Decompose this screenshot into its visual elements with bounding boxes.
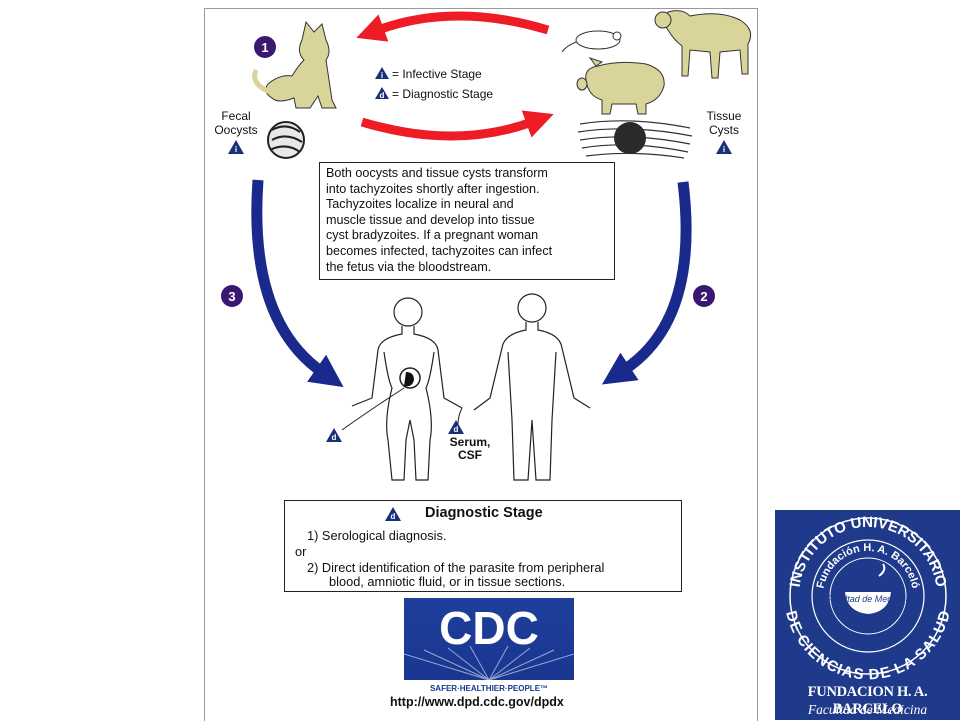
fetus-icon	[404, 372, 414, 387]
diagnostic-or: or	[295, 544, 307, 559]
infective-triangle-icon	[375, 67, 389, 79]
csf-label: CSF	[458, 448, 482, 462]
step-3-number: 3	[228, 289, 235, 304]
svg-text:Fundación H. A. Barceló: Fundación H. A. Barceló	[815, 542, 922, 590]
diagram-panel	[204, 8, 758, 721]
diagnostic-box-symbol: d	[391, 512, 396, 521]
transform-line-5: cyst bradyzoites. If a pregnant woman	[326, 228, 539, 243]
diagnostic-triangle-icon	[326, 428, 342, 442]
institution-seal-icon: INSTITUTO UNIVERSITARIO DE CIENCIAS DE L…	[782, 514, 954, 684]
pig-icon	[576, 57, 665, 115]
cat-icon	[252, 20, 337, 109]
transform-line-2: into tachyzoites shortly after ingestion…	[326, 181, 540, 196]
diagnostic-title: Diagnostic Stage	[425, 505, 543, 521]
fetus-diagnostic-symbol: d	[332, 433, 337, 442]
female-figure-icon	[351, 297, 463, 481]
sheep-icon	[654, 10, 752, 79]
diagnostic-triangle-icon	[375, 87, 389, 99]
legend-diagnostic-symbol: d	[380, 91, 385, 100]
blue-arrow-right	[601, 181, 692, 385]
transform-text-box: Both oocysts and tissue cysts transform …	[319, 162, 615, 280]
diagnostic-triangle-icon: d	[385, 507, 401, 521]
red-arrow-top	[356, 11, 550, 42]
oocysts-label: Oocysts	[214, 123, 257, 137]
red-arrow-bottom	[360, 110, 554, 141]
fecal-infective-symbol: i	[235, 145, 237, 154]
male-figure-icon	[473, 293, 591, 481]
transform-line-3: Tachyzoites localize in neural and	[326, 197, 514, 212]
institution-subtitle: Facultad de Medicina	[807, 702, 928, 717]
serum-diagnostic-symbol: d	[454, 425, 459, 434]
legend: i = Infective Stage d = Diagnostic Stage	[375, 67, 493, 101]
seal-center-text: Facultad de Medicina	[825, 594, 911, 604]
step-1-badge: 1	[254, 36, 276, 58]
institution-name: FUNDACION H. A. BARCELO	[807, 684, 928, 717]
diagnostic-triangle-icon	[448, 420, 464, 434]
mouse-icon	[561, 30, 622, 53]
fetus-pointer	[341, 387, 405, 431]
legend-infective-symbol: i	[381, 71, 383, 80]
blue-arrow-left	[251, 179, 344, 388]
tissue-label: Tissue	[707, 109, 742, 123]
diagnostic-line-2: 2) Direct identification of the parasite…	[307, 560, 605, 575]
svg-text:DE CIENCIAS DE LA SALUD: DE CIENCIAS DE LA SALUD	[782, 609, 954, 680]
oocyst-icon	[267, 121, 305, 159]
step-2-badge: 2	[693, 285, 715, 307]
infective-triangle-icon	[716, 140, 732, 154]
transform-line-6: becomes infected, tachyzoites can infect	[326, 243, 553, 258]
cdc-tagline: SAFER·HEALTHIER·PEOPLE™	[430, 684, 548, 693]
seal-inner-ring: Fundación H. A. Barceló	[815, 542, 922, 590]
cdc-logo: CDC SAFER·HEALTHIER·PEOPLE™	[404, 598, 574, 693]
step-3-badge: 3	[221, 285, 243, 307]
serum-label: Serum,	[450, 435, 491, 449]
transform-line-4: muscle tissue and develop into tissue	[326, 212, 535, 227]
legend-diagnostic-label: = Diagnostic Stage	[392, 87, 493, 101]
step-1-number: 1	[261, 40, 268, 55]
diagnostic-line-3: blood, amniotic fluid, or in tissue sect…	[329, 574, 566, 589]
diagnostic-stage-box: d Diagnostic Stage 1) Serological diagno…	[284, 500, 682, 592]
legend-infective-label: = Infective Stage	[392, 67, 482, 81]
cysts-label: Cysts	[709, 123, 739, 137]
infective-triangle-icon	[228, 140, 244, 154]
cdc-logo-text: CDC	[439, 602, 539, 654]
tissue-cyst-icon	[577, 120, 693, 159]
diagnostic-line-1: 1) Serological diagnosis.	[307, 528, 447, 543]
fecal-label: Fecal	[221, 109, 250, 123]
transform-line-7: the fetus via the bloodstream.	[326, 259, 492, 274]
transform-line-1: Both oocysts and tissue cysts transform	[326, 166, 548, 180]
institution-logo: INSTITUTO UNIVERSITARIO DE CIENCIAS DE L…	[775, 510, 960, 720]
mortar-icon	[845, 592, 891, 614]
step-2-number: 2	[700, 289, 707, 304]
serum-pointer	[457, 407, 463, 425]
seal-ring-bottom: DE CIENCIAS DE LA SALUD	[782, 609, 954, 684]
cdc-url: http://www.dpd.cdc.gov/dpdx	[390, 695, 564, 709]
tissue-infective-symbol: i	[723, 145, 725, 154]
